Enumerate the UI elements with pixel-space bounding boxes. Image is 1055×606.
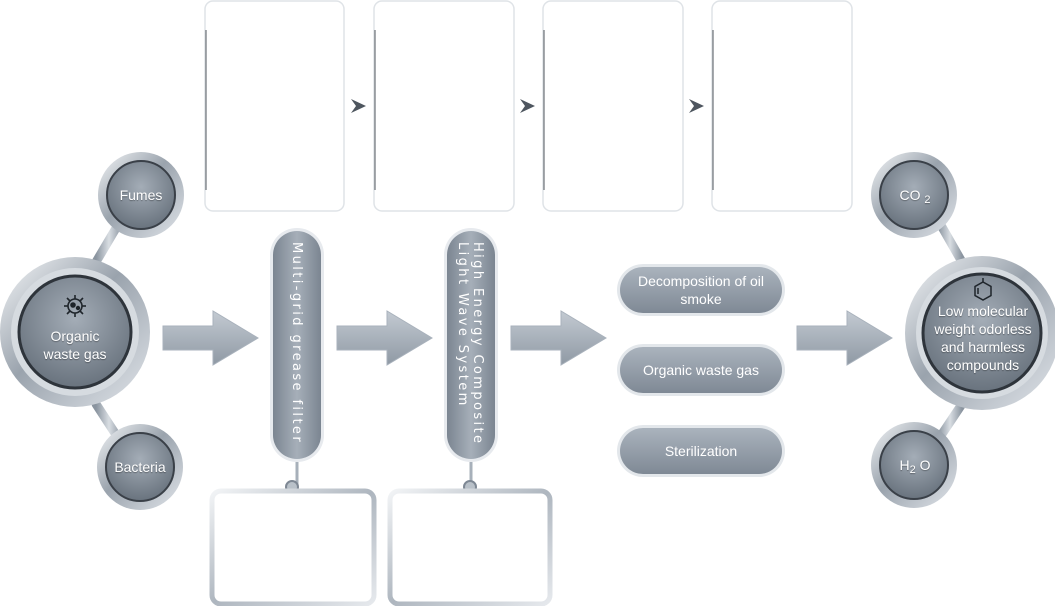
top-card-1 xyxy=(204,0,345,212)
flow-arrow-2 xyxy=(336,310,433,366)
chevron-right-icon xyxy=(689,99,704,113)
output-compounds-node xyxy=(905,256,1055,410)
top-card-3 xyxy=(542,0,684,212)
chevron-right-icon xyxy=(351,99,366,113)
virus-icon xyxy=(64,295,86,317)
flow-arrow-4 xyxy=(796,310,893,366)
organic-waste-gas-node xyxy=(0,257,150,407)
grease-filter-pill xyxy=(270,228,324,462)
effect-pill-3 xyxy=(617,425,785,477)
co2-node xyxy=(871,152,957,238)
bottom-card-2 xyxy=(387,488,553,606)
h2o-node xyxy=(871,422,957,508)
effect-pill-1 xyxy=(617,264,785,316)
flow-arrow-3 xyxy=(510,310,607,366)
fumes-node xyxy=(98,152,184,238)
top-card-4 xyxy=(711,0,853,212)
light-wave-pill xyxy=(444,228,498,462)
molecule-icon xyxy=(974,278,992,301)
flow-arrow-1 xyxy=(162,310,259,366)
effect-pill-2 xyxy=(617,344,785,396)
chevron-right-icon xyxy=(520,99,535,113)
top-card-2 xyxy=(373,0,515,212)
bottom-card-1 xyxy=(209,488,377,606)
bacteria-node xyxy=(97,424,183,510)
